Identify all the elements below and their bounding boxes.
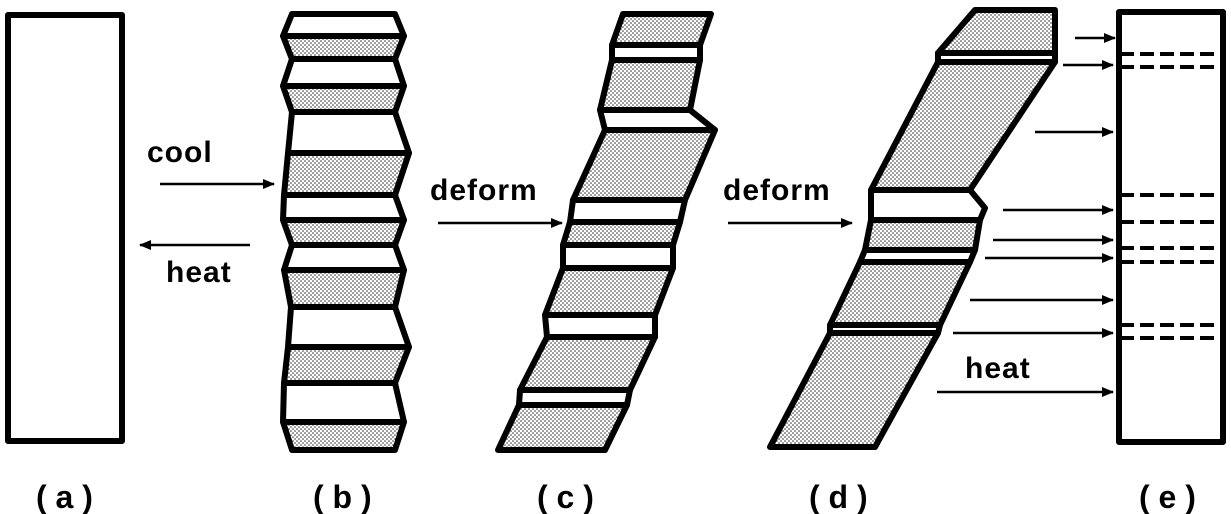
transition-b-c: deform <box>430 174 563 228</box>
panel-b <box>280 11 412 453</box>
martensite-variant-white <box>280 11 412 425</box>
transition-a-b: cool heat <box>139 136 275 289</box>
deform-label-2: deform <box>723 174 831 207</box>
deform-label-1: deform <box>430 174 538 207</box>
transition-d-e: heat <box>937 33 1116 397</box>
panel-label-c: ( c ) <box>537 479 594 514</box>
heat-forward-label: heat <box>965 352 1031 385</box>
panel-labels: ( a ) ( b ) ( c ) ( d ) ( e ) <box>36 479 1196 514</box>
panel-label-d: ( d ) <box>809 479 868 514</box>
panel-e <box>1116 9 1226 445</box>
parent-phase-block <box>5 12 125 444</box>
martensite-variant-dotted <box>495 11 718 453</box>
transition-c-d: deform <box>723 174 853 228</box>
panel-label-b: ( b ) <box>313 479 372 514</box>
panel-c <box>495 11 718 453</box>
panel-label-e: ( e ) <box>1139 479 1196 514</box>
recovered-parent-block <box>1116 9 1226 445</box>
panel-a <box>5 12 125 444</box>
heat-back-label: heat <box>166 256 232 289</box>
residual-interface-lines <box>1120 52 1222 340</box>
cool-label: cool <box>147 136 213 169</box>
martensite-variant-white <box>516 42 718 408</box>
panel-d <box>767 7 1058 450</box>
panel-label-a: ( a ) <box>36 479 93 514</box>
martensite-variant-white <box>827 50 1058 336</box>
